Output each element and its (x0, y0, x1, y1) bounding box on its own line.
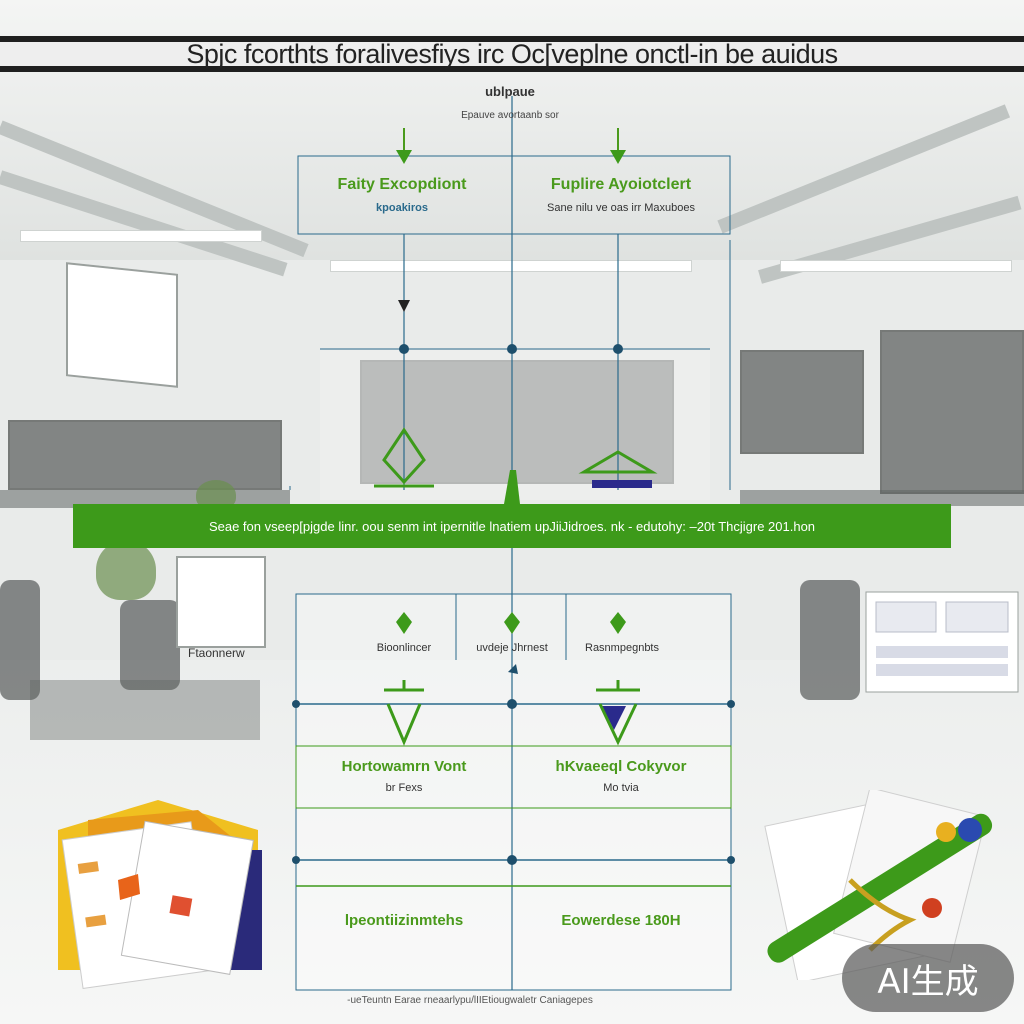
lower-nodes-box (295, 745, 732, 809)
mid-label-left: Bioonlincer (376, 642, 432, 654)
office-chair (800, 580, 860, 700)
navy-triangle (602, 706, 626, 730)
leaf-marker-icon (610, 612, 626, 634)
summary-banner: Seae fon vseep[pjgde linr. oou senm int … (73, 504, 951, 548)
diamond-arrow-icon (578, 450, 658, 474)
desk-monitor (880, 330, 1024, 494)
bottom-node-right-title: Eowerdese 180H (561, 912, 681, 929)
plant (96, 540, 156, 600)
junction-dot (399, 344, 409, 354)
junction-dot (727, 700, 735, 708)
junction-dot (292, 700, 300, 708)
header-bar: Spjc fcorthts foralivesfiys irc Oc[vepln… (0, 36, 1024, 72)
junction-dot (727, 856, 735, 864)
junction-dot (292, 856, 300, 864)
root-label: ublpaue (485, 84, 535, 99)
down-arrow-icon (398, 300, 410, 312)
mid-label-right: Rasnmpegnbts (585, 642, 659, 654)
desk (740, 490, 1024, 506)
lower-node-left-sub: br Fexs (385, 782, 423, 794)
junction-dot (507, 699, 517, 709)
desk-monitor-row (8, 420, 282, 490)
ceiling-light (20, 230, 262, 242)
office-chair (120, 600, 180, 690)
banner-text: Seae fon vseep[pjgde linr. oou senm int … (208, 518, 816, 534)
diamond-arrow-icon (386, 703, 422, 746)
page-title: Spjc fcorthts foralivesfiys irc Oc[vepln… (186, 38, 838, 69)
diamond-arrow-icon (598, 703, 638, 746)
junction-dot (507, 855, 517, 865)
diamond-arrow-icon (382, 427, 426, 485)
desk (30, 680, 260, 740)
lower-node-left-title: Hortowamrn Vont (341, 758, 467, 775)
small-arrow-icon (508, 664, 518, 674)
junction-dot (613, 344, 623, 354)
lower-panel (296, 594, 731, 990)
footer-caption: -ueTeuntn Earae rneaarlypu/lIIEtiougwale… (347, 995, 593, 1006)
ceiling-light (330, 260, 692, 272)
desk-monitor (740, 350, 864, 454)
side-label: Ftaonnerw (188, 646, 245, 660)
mini-dashboard-illustration (865, 591, 1019, 693)
top-node-left-title: Faity Excopdiont (337, 176, 467, 193)
root-sub-label: Epauve avortaanb sor (461, 110, 559, 121)
office-chair (0, 580, 40, 700)
leaf-marker-icon (504, 470, 520, 504)
leaf-marker-icon (396, 612, 412, 634)
top-node-right-title: Fuplire Ayoiotclert (550, 176, 692, 193)
ai-generated-watermark: AI生成 (842, 944, 1014, 1012)
mid-label-center: uvdeje Jhrnest (476, 642, 548, 654)
ceiling-light (780, 260, 1012, 272)
junction-dot (507, 344, 517, 354)
bottom-node-left-title: lpeontiizinmtehs (344, 912, 464, 929)
folder-stack-icon (58, 800, 262, 990)
top-node-right-sub: Sane nilu ve oas irr Maxuboes (547, 202, 695, 214)
down-arrow-icon (610, 150, 626, 164)
central-workstations (360, 360, 674, 484)
notice-board (176, 556, 266, 648)
lower-node-right-title: hKvaeeql Cokyvor (555, 758, 687, 775)
lower-node-right-sub: Mo tvia (603, 782, 639, 794)
leaf-marker-icon (504, 612, 520, 634)
top-nodes-box (297, 155, 731, 235)
navy-bar (592, 480, 652, 488)
down-arrow-icon (396, 150, 412, 164)
top-node-left-sub: kpoakiros (376, 202, 428, 214)
watermark-text: AI生成 (877, 961, 979, 1002)
